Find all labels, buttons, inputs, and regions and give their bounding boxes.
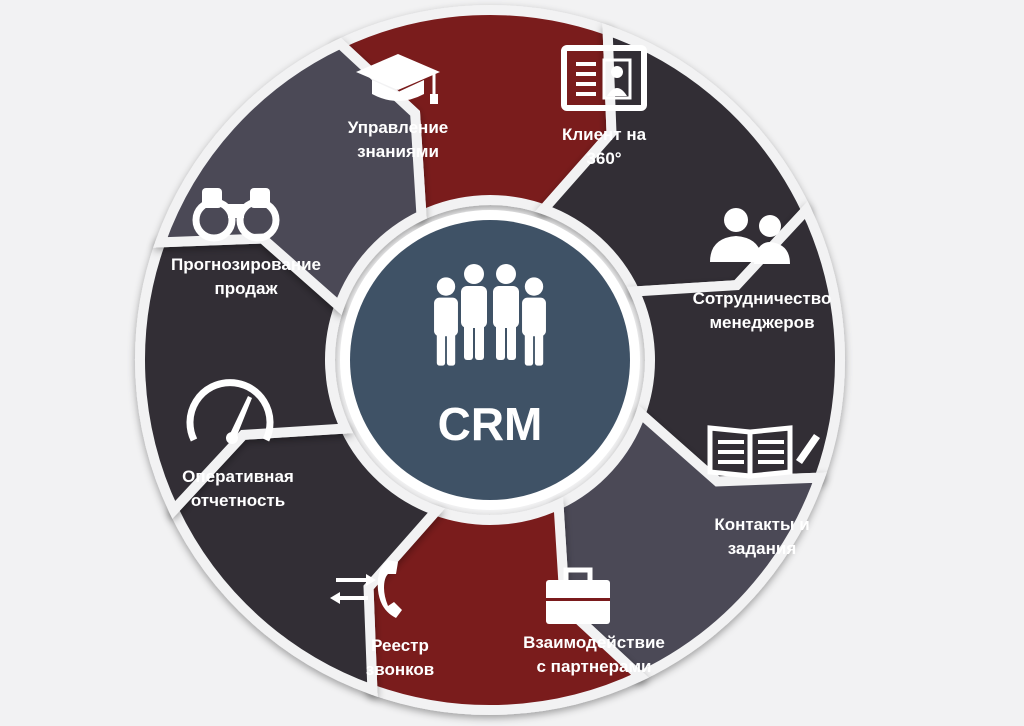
segment-label-line: Оперативная — [182, 467, 294, 486]
segment-label-line: звонков — [366, 660, 434, 679]
segment-label-calls: Реестр звонков — [366, 636, 434, 679]
segment-label-line: задания — [728, 539, 797, 558]
segment-label-line: знаниями — [357, 142, 439, 161]
segment-label-line: Прогнозирование — [171, 255, 321, 274]
graduation-cap-icon — [356, 54, 440, 104]
segment-label-line: менеджеров — [709, 313, 814, 332]
segment-label-line: продаж — [214, 279, 278, 298]
center-title: CRM — [438, 398, 543, 450]
segment-label-client360: Клиент на 360° — [562, 125, 647, 168]
segment-label-line: Сотрудничество — [693, 289, 832, 308]
segment-label-knowledge: Управление знаниями — [348, 118, 448, 161]
binoculars-icon — [192, 188, 280, 242]
segment-label-line: с партнерами — [537, 657, 652, 676]
briefcase-icon — [546, 567, 610, 624]
id-card-icon — [561, 45, 647, 111]
segment-label-line: отчетность — [191, 491, 285, 510]
segment-label-partners: Взаимодействие с партнерами — [523, 633, 665, 676]
segment-label-managers: Сотрудничество менеджеров — [693, 289, 832, 332]
labels-layer: Управление знаниями Клиент на 360° Сотруднич… — [171, 118, 831, 679]
segment-forecast — [153, 37, 427, 315]
segments-layer — [135, 5, 845, 715]
center-disc — [350, 220, 630, 500]
open-book-pen-icon — [707, 425, 820, 479]
segment-label-line: 360° — [586, 149, 621, 168]
segment-label-reports: Оперативная отчетность — [182, 467, 294, 510]
segment-label-line: Управление — [348, 118, 448, 137]
segment-label-line: Взаимодействие — [523, 633, 665, 652]
segment-label-line: Реестр — [371, 636, 429, 655]
center-hub: CRM — [340, 210, 640, 510]
segment-label-contacts: Контакты и задания — [714, 515, 809, 558]
speedometer-icon — [186, 379, 274, 444]
segment-label-line: Клиент на — [562, 125, 647, 144]
icons-layer — [186, 45, 820, 624]
segment-label-forecast: Прогнозирование продаж — [171, 255, 321, 298]
people-group-icon — [434, 264, 546, 366]
segment-label-line: Контакты и — [714, 515, 809, 534]
two-people-icon — [710, 208, 790, 264]
phone-arrows-icon — [330, 560, 402, 618]
